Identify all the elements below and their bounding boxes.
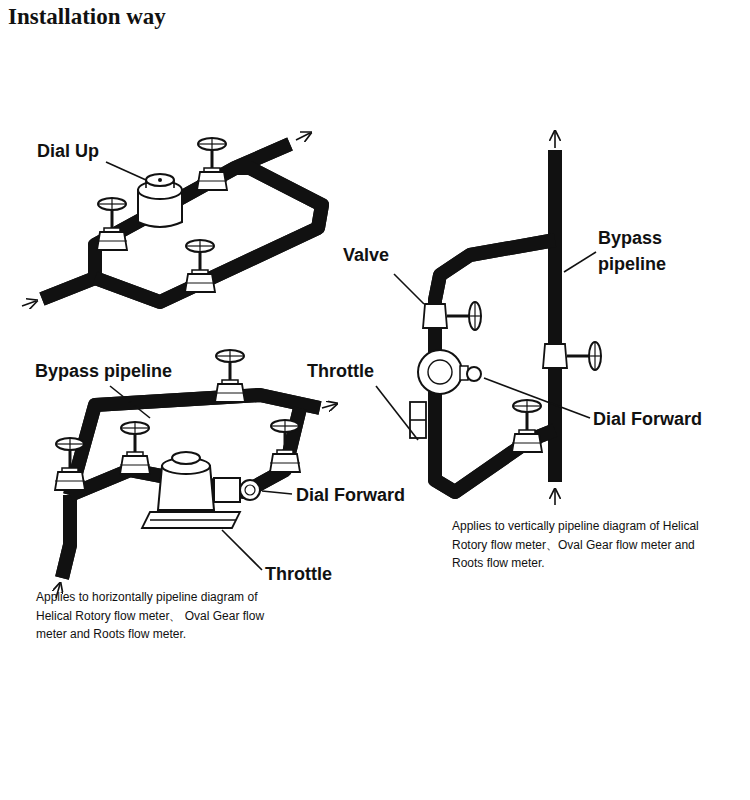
horizontal-dial-up-piping [22, 133, 322, 306]
part-label: Dial Forward [296, 485, 405, 506]
note-text: Applies to vertically pipeline diagram o… [452, 517, 714, 573]
part-label: Dial Up [37, 141, 99, 162]
page-title: Installation way [8, 4, 166, 30]
gate-valve [543, 342, 601, 370]
gate-valve [512, 400, 542, 452]
throttle [142, 512, 240, 528]
gate-valve [270, 420, 300, 472]
gate-valve [97, 198, 127, 250]
gate-valve [120, 422, 150, 474]
part-label: Dial Forward [593, 409, 702, 430]
part-label: Throttle [265, 564, 332, 585]
part-label: Bypass pipeline [598, 225, 688, 277]
flow-meter [158, 452, 260, 510]
part-label: Valve [343, 245, 389, 266]
flow-meter [418, 350, 481, 394]
part-label: Throttle [307, 361, 374, 382]
flow-arrow [296, 133, 310, 140]
gate-valve [55, 438, 85, 490]
vertical-piping [410, 132, 601, 505]
note-text: Applies to horizontally pipeline diagram… [36, 588, 276, 644]
gate-valve [197, 138, 227, 190]
flow-meter [138, 174, 182, 227]
flow-arrow [554, 490, 556, 505]
flow-arrow [22, 301, 36, 306]
gate-valve [185, 240, 215, 292]
gate-valve [423, 302, 481, 330]
leader-lines [106, 162, 596, 570]
flow-arrow [322, 404, 336, 408]
gate-valve [215, 350, 245, 402]
horizontal-dial-forward-piping [55, 350, 336, 598]
flow-arrow [554, 132, 556, 148]
part-label: Bypass pipeline [35, 361, 172, 382]
